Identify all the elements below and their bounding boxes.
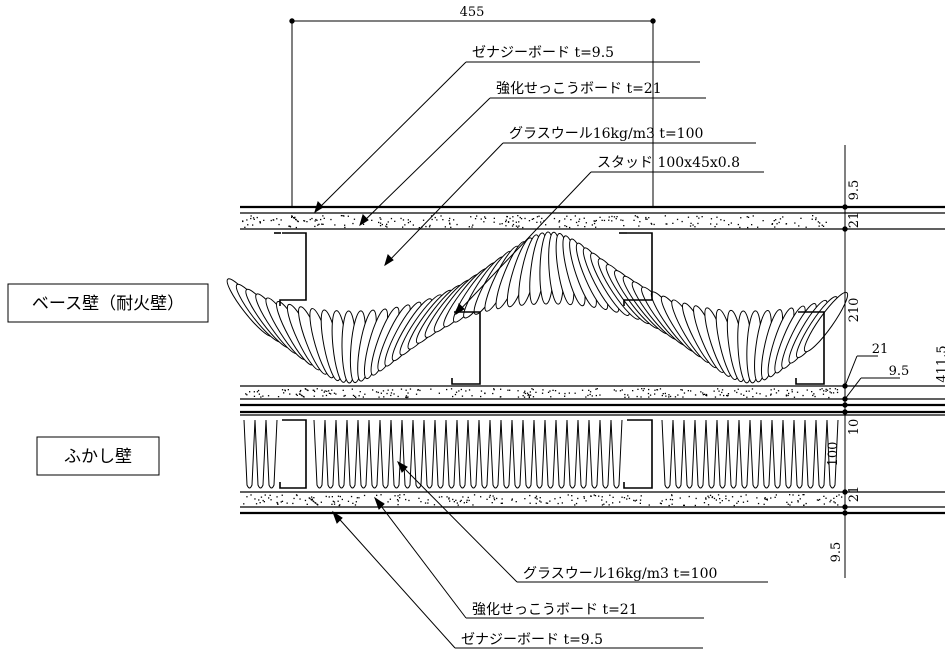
callout-gypsum-bottom-text: 強化せっこうボード t=21 (472, 602, 638, 618)
base-wall-boards (240, 205, 945, 407)
dim-21-bottom: 21 (847, 486, 862, 503)
furring-wall-label: ふかし壁 (64, 447, 132, 467)
dim-210: 210 (847, 298, 862, 323)
dim-100: 100 (826, 442, 841, 467)
furring-wall-studs (279, 419, 653, 489)
dim-9-5-top: 9.5 (847, 180, 862, 201)
dim-10: 10 (847, 419, 862, 436)
callout-stud-text: スタッド 100x45x0.8 (597, 155, 740, 171)
callout-zena-top-text: ゼナジーボード t=9.5 (472, 45, 614, 61)
base-wall-glass-wool (226, 231, 849, 384)
callout-gypsum-bottom (374, 496, 704, 619)
top-dimension-label: 455 (460, 5, 485, 20)
top-dimension (289, 18, 656, 208)
callout-wool-top-text: グラスウール16kg/m3 t=100 (509, 126, 703, 142)
callout-gypsum-top-text: 強化せっこうボード t=21 (496, 81, 662, 97)
furring-wall-boards (240, 410, 945, 515)
base-wall-label-box (7, 283, 209, 323)
furring-wall-glass-wool (243, 419, 839, 489)
base-wall-studs (274, 232, 825, 385)
dim-9-5-mid: 9.5 (889, 364, 910, 379)
callout-zena-bottom (332, 510, 703, 649)
dim-21-mid: 21 (872, 342, 889, 357)
furring-wall-label-box (36, 436, 160, 476)
callout-zena-top (314, 61, 700, 214)
callout-gypsum-top (359, 97, 706, 227)
dim-21-top: 21 (847, 212, 862, 229)
callout-zena-bottom-text: ゼナジーボード t=9.5 (461, 632, 603, 648)
gypsum-speckle (242, 215, 843, 507)
callout-wool-bottom-text: グラスウール16kg/m3 t=100 (523, 566, 717, 582)
right-dimension-line (842, 145, 900, 578)
callout-stud (455, 171, 764, 316)
base-wall-label: ベース壁（耐火壁） (32, 294, 184, 314)
dim-9-5-bottom: 9.5 (829, 542, 844, 563)
dim-total: 411.5 (935, 345, 945, 382)
callout-wool-bottom (397, 460, 768, 583)
callout-wool-top (384, 142, 756, 267)
